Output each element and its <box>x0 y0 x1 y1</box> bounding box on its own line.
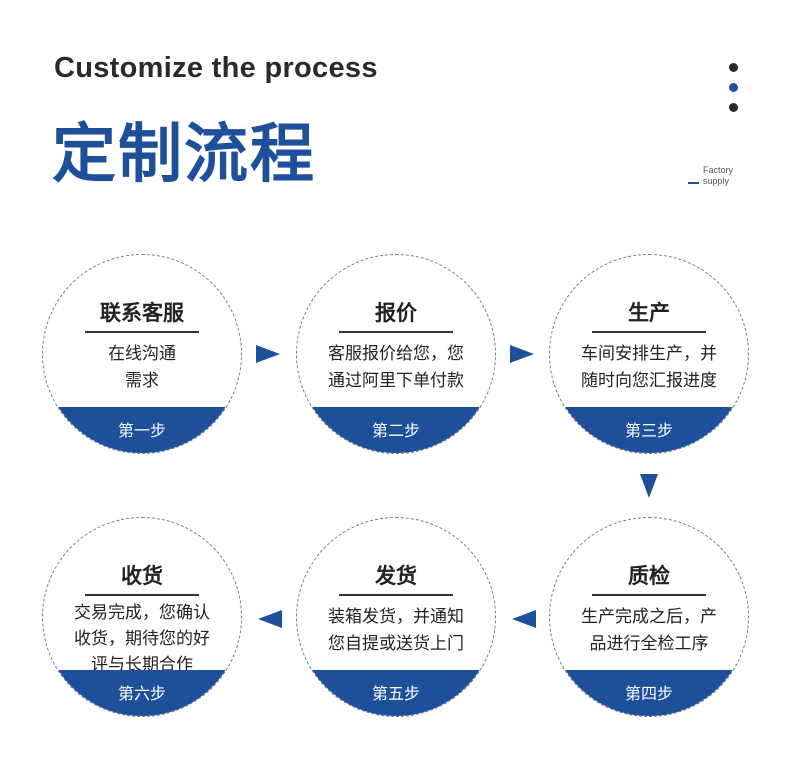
decorative-dots <box>729 63 739 123</box>
step-description: 客服报价给您，您通过阿里下单付款 <box>328 344 464 391</box>
step-divider <box>592 594 706 596</box>
step-band <box>550 407 748 453</box>
step-number: 第一步 <box>117 421 166 440</box>
step-band <box>43 670 241 716</box>
step-number: 第二步 <box>371 421 420 440</box>
step-divider <box>339 594 453 596</box>
tag-line-2-wrap: supply <box>688 176 733 187</box>
step-name: 生产 <box>628 301 670 325</box>
arrow-left-icon <box>512 610 536 628</box>
step-name: 联系客服 <box>100 301 184 325</box>
tag-line-2: supply <box>703 176 730 186</box>
step-description: 装箱发货，并通知您自提或送货上门 <box>328 607 464 654</box>
step-divider <box>85 594 199 596</box>
step-divider <box>592 331 706 333</box>
step-band <box>297 670 495 716</box>
arrow-right-icon <box>256 345 280 363</box>
title-chinese: 定制流程 <box>52 118 316 192</box>
arrow-down-icon <box>640 474 658 498</box>
step-band <box>297 407 495 453</box>
arrow-left-icon <box>258 610 282 628</box>
step-name: 发货 <box>375 564 417 588</box>
step-divider <box>339 331 453 333</box>
step-description: 交易完成，您确认收货，期待您的好评与长期合作 <box>74 603 210 675</box>
step-number: 第六步 <box>117 684 166 703</box>
title-english: Customize the process <box>54 52 378 84</box>
step-number: 第五步 <box>371 684 420 703</box>
step-quality-check: 质检 生产完成之后，产品进行全检工序 第四步 <box>549 517 749 717</box>
step-number: 第四步 <box>624 684 673 703</box>
step-name: 收货 <box>121 564 163 588</box>
step-production: 生产 车间安排生产，并随时向您汇报进度 第三步 <box>549 254 749 454</box>
factory-supply-tag: Factory supply <box>688 165 734 187</box>
arrow-right-icon <box>510 345 534 363</box>
dot-icon <box>729 103 738 112</box>
step-shipping: 发货 装箱发货，并通知您自提或送货上门 第五步 <box>296 517 496 717</box>
step-description: 在线沟通需求 <box>108 344 176 391</box>
step-number: 第三步 <box>624 421 673 440</box>
step-receipt: 收货 交易完成，您确认收货，期待您的好评与长期合作 第六步 <box>42 517 242 717</box>
step-band <box>43 407 241 453</box>
dot-icon <box>729 83 738 92</box>
step-name: 质检 <box>628 564 670 588</box>
tag-line-1: Factory <box>703 165 734 175</box>
step-description: 车间安排生产，并随时向您汇报进度 <box>581 344 717 391</box>
step-quotation: 报价 客服报价给您，您通过阿里下单付款 第二步 <box>296 254 496 454</box>
step-description: 生产完成之后，产品进行全检工序 <box>581 607 717 654</box>
step-name: 报价 <box>375 301 417 325</box>
dash-icon <box>688 182 699 184</box>
dot-icon <box>729 63 738 72</box>
step-band <box>550 670 748 716</box>
step-divider <box>85 331 199 333</box>
step-contact-service: 联系客服 在线沟通需求 第一步 <box>42 254 242 454</box>
